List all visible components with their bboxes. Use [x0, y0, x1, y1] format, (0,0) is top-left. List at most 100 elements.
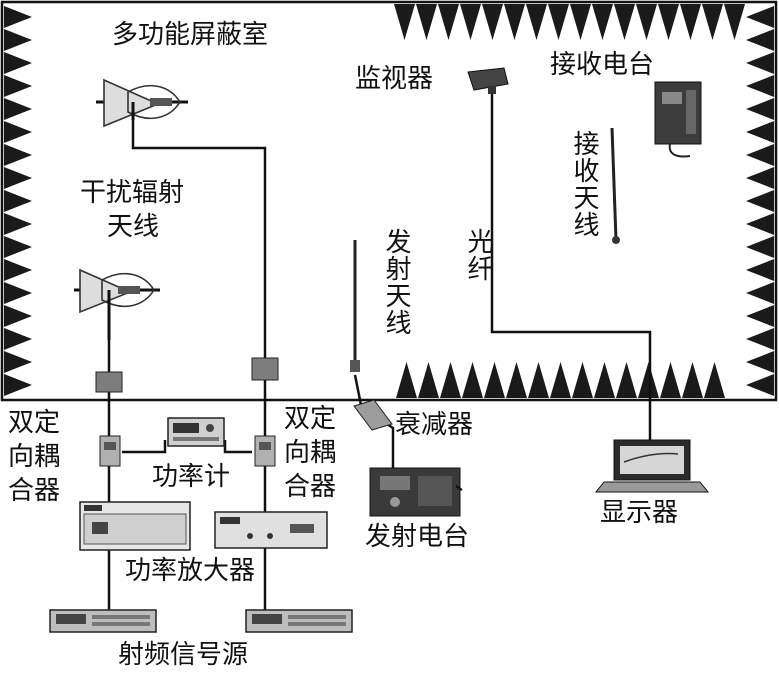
cable-left-coupler-to-power-meter — [122, 440, 167, 454]
absorber-cone — [704, 362, 725, 398]
absorber-cone — [746, 374, 774, 396]
absorber-cone — [702, 4, 723, 40]
absorber-cone — [746, 236, 774, 258]
absorber-cone — [724, 4, 745, 40]
absorber-cone — [4, 6, 32, 28]
absorber-cone — [4, 121, 32, 143]
coupler-left-device — [99, 435, 121, 467]
feedthrough-left — [95, 371, 123, 393]
coupler-left-label-line1: 双定 — [8, 408, 61, 438]
coupler-right-label-line1: 双定 — [284, 404, 337, 434]
coupler-left-label-line2: 向耦 — [8, 442, 61, 472]
absorber-cone — [660, 362, 681, 398]
cable-top-antenna-to-right-coupler — [131, 118, 267, 438]
absorber-cone — [746, 351, 774, 373]
absorber-cone — [746, 259, 774, 281]
absorber-cone — [4, 236, 32, 258]
absorber-cone — [746, 6, 774, 28]
attenuator-label: 衰减器 — [395, 410, 474, 440]
coupler-right-label-line3: 合器 — [284, 472, 337, 502]
absorber-cone — [4, 282, 32, 304]
rf-source-left-device — [49, 609, 157, 633]
absorber-cone — [416, 4, 437, 40]
rx-antenna-device — [610, 127, 620, 244]
fiber-optic-cable — [490, 90, 652, 445]
absorber-cone — [460, 4, 481, 40]
absorber-cone — [550, 362, 571, 398]
absorber-cone — [636, 4, 657, 40]
interference-antenna-lower — [74, 268, 160, 340]
absorber-cone — [4, 374, 32, 396]
attenuator-device — [353, 399, 393, 431]
floor-absorbers — [396, 362, 725, 398]
absorber-cone — [4, 144, 32, 166]
absorber-cone — [440, 362, 461, 398]
absorber-cone — [746, 190, 774, 212]
display-laptop-device — [594, 439, 710, 493]
absorber-cone — [570, 4, 591, 40]
absorber-cone — [746, 144, 774, 166]
left-wall-absorbers — [4, 6, 32, 396]
absorber-cone — [616, 362, 637, 398]
monitor-camera-device — [467, 67, 509, 94]
absorber-cone — [4, 167, 32, 189]
coupler-left-label-line3: 合器 — [8, 476, 61, 506]
power-amplifier-right-device — [214, 511, 328, 549]
tx-station-label: 发射电台 — [365, 522, 470, 552]
absorber-cone — [680, 4, 701, 40]
absorber-cone — [482, 4, 503, 40]
absorber-cone — [526, 4, 547, 40]
absorber-cone — [746, 98, 774, 120]
absorber-cone — [4, 52, 32, 74]
tx-antenna-device — [350, 240, 360, 372]
right-wall-absorbers — [746, 6, 774, 396]
absorber-cone — [4, 98, 32, 120]
interference-antenna-label-line1: 干扰辐射 — [80, 178, 185, 208]
monitor-label: 监视器 — [355, 64, 434, 94]
coupler-right-label-line2: 向耦 — [284, 438, 337, 468]
absorber-cone — [504, 4, 525, 40]
absorber-cone — [4, 190, 32, 212]
tx-antenna-label: 发射天线 — [381, 228, 411, 336]
interference-antenna-top — [96, 78, 188, 128]
absorber-cone — [746, 282, 774, 304]
absorber-cone — [4, 259, 32, 281]
tx-station-device — [369, 467, 463, 517]
power-amplifier-left-device — [79, 501, 191, 551]
absorber-cone — [396, 362, 417, 398]
power-meter-device — [167, 417, 225, 447]
absorber-cone — [394, 4, 415, 40]
absorber-cone — [418, 362, 439, 398]
rx-station-device — [654, 81, 702, 158]
absorber-cone — [4, 75, 32, 97]
absorber-cone — [746, 328, 774, 350]
rf-source-label: 射频信号源 — [118, 640, 249, 670]
display-label: 显示器 — [600, 498, 679, 528]
absorber-cone — [4, 305, 32, 327]
feedthrough-right — [251, 357, 279, 381]
absorber-cone — [746, 121, 774, 143]
cable-power-meter-to-right-coupler — [223, 440, 252, 454]
absorber-cone — [484, 362, 505, 398]
absorber-cone — [4, 213, 32, 235]
absorber-cone — [572, 362, 593, 398]
absorber-cone — [506, 362, 527, 398]
fiber-label: 光纤 — [463, 228, 493, 282]
absorber-cone — [746, 305, 774, 327]
absorber-cone — [592, 4, 613, 40]
rx-antenna-label: 接收天线 — [569, 130, 599, 238]
rf-source-right-device — [245, 609, 353, 633]
absorber-cone — [438, 4, 459, 40]
absorber-cone — [746, 29, 774, 51]
power-meter-label: 功率计 — [152, 462, 231, 492]
absorber-cone — [528, 362, 549, 398]
shielded-room-outline — [0, 0, 778, 402]
absorber-cone — [658, 4, 679, 40]
coupler-right-device — [254, 435, 276, 467]
top-wall-absorbers — [394, 4, 745, 40]
absorber-cone — [746, 167, 774, 189]
absorber-cone — [638, 362, 659, 398]
interference-antenna-label-line2: 天线 — [107, 212, 160, 242]
power-amplifier-label: 功率放大器 — [125, 556, 256, 586]
